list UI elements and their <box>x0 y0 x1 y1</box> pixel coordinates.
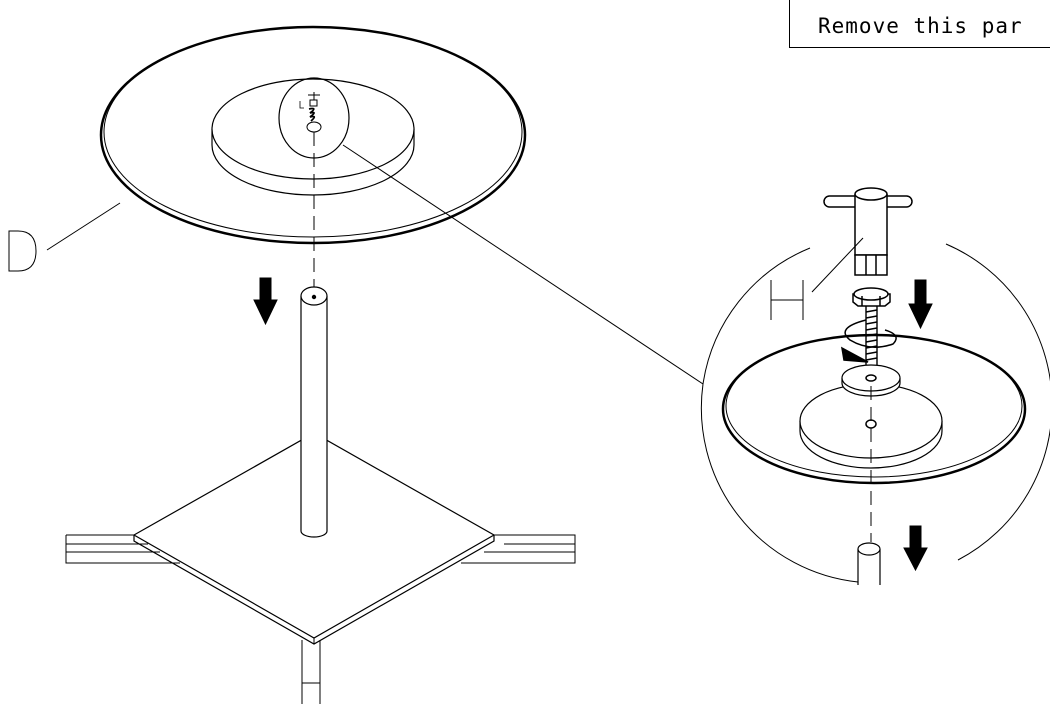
detail-nut <box>852 287 891 307</box>
down-arrow-main <box>253 277 278 326</box>
label-h: H <box>768 274 810 330</box>
detail-pole <box>857 542 881 585</box>
label-h-leader <box>811 237 864 293</box>
note-box <box>789 0 1050 48</box>
rotation-arrow <box>841 319 897 363</box>
detail-bolt <box>865 305 878 365</box>
stand-pole <box>300 286 328 538</box>
down-arrow-detail-top <box>908 279 933 330</box>
note-text: Remove this par <box>818 14 1023 38</box>
t-wrench <box>823 187 913 276</box>
tray-d <box>99 25 527 245</box>
down-arrow-detail-bottom <box>903 525 928 572</box>
label-h-glyph <box>770 280 804 320</box>
detail-circle <box>700 243 1050 583</box>
center-bolt-detail <box>299 92 322 133</box>
label-d-leader <box>46 202 121 251</box>
label-d-glyph <box>8 230 37 272</box>
label-d: D <box>3 220 42 276</box>
center-disc <box>211 77 415 196</box>
detail-leader-line <box>342 144 704 385</box>
detail-tray <box>721 333 1027 485</box>
